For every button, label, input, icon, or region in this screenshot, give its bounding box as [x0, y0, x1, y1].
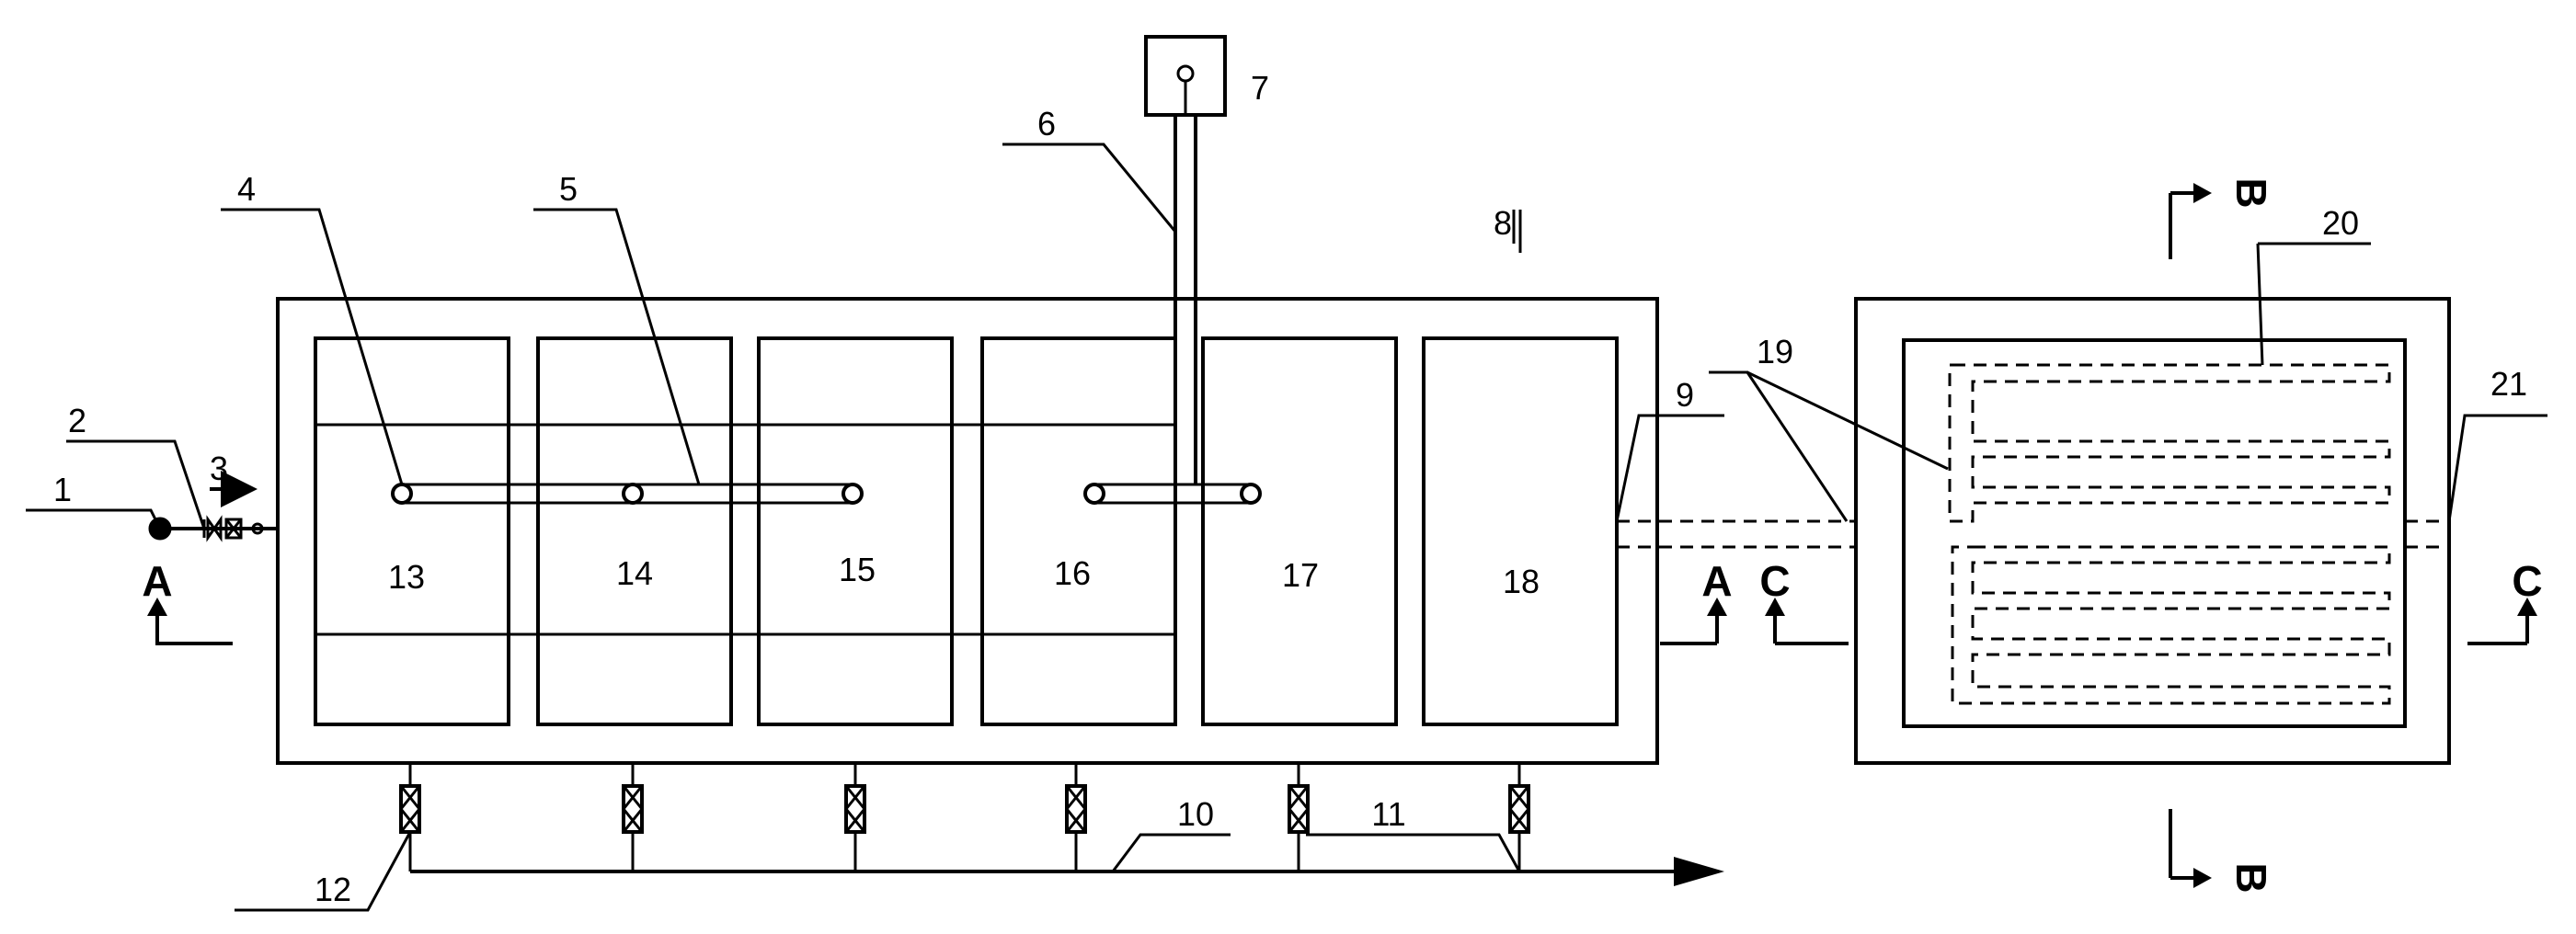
serpentine-channel — [1948, 363, 2391, 523]
chamber-label-13: 13 — [388, 558, 425, 596]
chamber-13 — [314, 336, 510, 726]
svg-text:A: A — [142, 557, 172, 605]
leader-lines — [26, 142, 2547, 912]
inlet-valve-icon — [202, 515, 264, 542]
aeration-pipe-right — [1083, 483, 1262, 505]
label-2: 2 — [68, 402, 86, 439]
section-mark-a-left: A — [142, 557, 233, 645]
section-mark-a-right: A — [1660, 557, 1733, 645]
section-mark-b-top: B — [2169, 177, 2275, 259]
chamber-17 — [1201, 336, 1398, 726]
label-21: 21 — [2490, 365, 2527, 403]
label-4: 4 — [237, 170, 256, 208]
label-6: 6 — [1037, 105, 1056, 142]
section-mark-c-right: C — [2467, 557, 2543, 645]
label-10: 10 — [1177, 795, 1214, 833]
label-19: 19 — [1757, 333, 1793, 370]
label-3: 3 — [210, 450, 228, 487]
label-9: 9 — [1676, 376, 1694, 414]
svg-text:B: B — [2227, 862, 2275, 893]
chamber-18 — [1422, 336, 1619, 726]
label-12: 12 — [315, 871, 351, 908]
chamber-label-18: 18 — [1503, 563, 1540, 600]
section-mark-c-left: C — [1759, 557, 1849, 645]
svg-text:A: A — [1701, 557, 1732, 605]
svg-text:C: C — [2512, 557, 2542, 605]
drain-system — [399, 763, 1724, 886]
drain-valve-icon — [399, 784, 1530, 834]
chamber-16 — [980, 336, 1177, 726]
chamber-14 — [536, 336, 733, 726]
chamber-label-14: 14 — [616, 554, 653, 592]
label-1: 1 — [53, 471, 72, 508]
label-20: 20 — [2322, 204, 2359, 242]
chamber-label-17: 17 — [1282, 556, 1319, 594]
aeration-pipe-left — [391, 483, 864, 505]
svg-text:C: C — [1759, 557, 1790, 605]
svg-text:B: B — [2227, 177, 2275, 208]
label-7: 7 — [1251, 69, 1269, 107]
chambers — [314, 336, 1619, 726]
chamber-15 — [757, 336, 954, 726]
label-8: 8 — [1494, 204, 1512, 242]
label-5: 5 — [559, 170, 578, 208]
right-tank-inner — [1902, 338, 2407, 728]
label-11: 11 — [1371, 795, 1405, 833]
section-mark-b-bottom: B — [2169, 809, 2275, 894]
chamber-label-16: 16 — [1054, 554, 1091, 592]
chamber-label-15: 15 — [839, 551, 876, 588]
